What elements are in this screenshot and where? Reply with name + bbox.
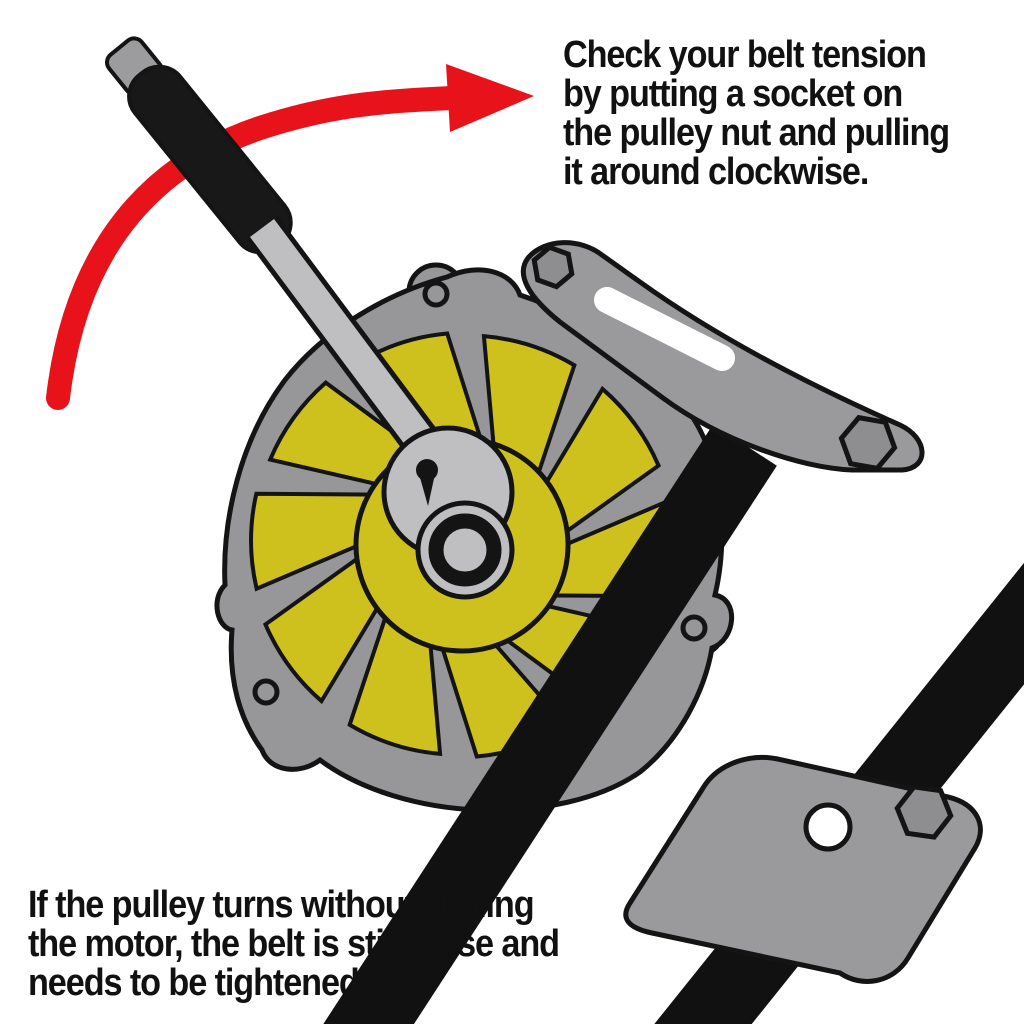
ratchet-keyhole-tail [419,474,435,506]
bracket-bolt-icon [894,784,954,840]
ratchet-wrench [105,36,515,600]
pulley-nut-ring [428,513,502,587]
bracket-adjust-slot [594,287,735,371]
bracket-pivot-bolt-icon [531,244,575,290]
bracket-bolt-icon [838,414,898,472]
adjustment-bracket-top [520,240,925,473]
mounting-bracket-bottom [623,754,983,984]
bracket-bolt-hole [803,802,853,852]
arrow-head-icon [446,64,534,132]
bottom-caption: If the pulley turns without turning the … [28,884,560,1005]
ear-hole-top [422,280,450,308]
bracket-bottom-arm [623,754,983,984]
drive-belt-upper-run [323,424,777,1024]
ear-hole-right [680,614,708,642]
ear-hole-left [252,678,280,706]
top-caption: Check your belt tension by putting a soc… [563,34,950,194]
